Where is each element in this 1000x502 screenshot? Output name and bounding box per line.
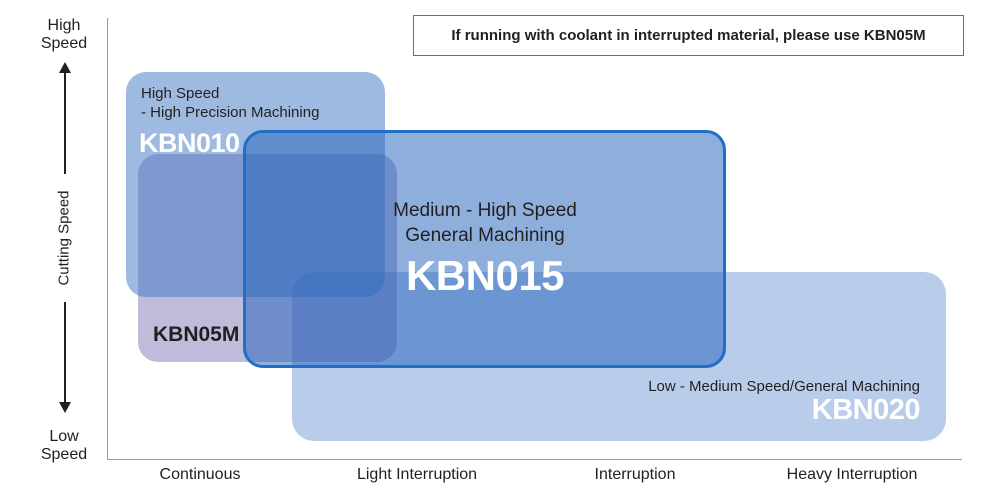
y-axis-bottom-label: Low Speed xyxy=(28,428,100,464)
coolant-note: If running with coolant in interrupted m… xyxy=(413,15,964,56)
y-axis-top-label-line1: High xyxy=(47,17,81,34)
x-label-interruption: Interruption xyxy=(594,466,676,483)
y-arrow-shaft-lower xyxy=(64,302,66,402)
kbn015-code: KBN015 xyxy=(405,252,565,299)
x-axis-line xyxy=(107,459,962,460)
y-axis-title: Cutting Speed xyxy=(55,190,73,286)
x-label-heavy-interruption: Heavy Interruption xyxy=(786,466,918,483)
arrow-up-icon xyxy=(59,62,71,73)
region-kbn015 xyxy=(243,130,726,368)
kbn020-code: KBN020 xyxy=(811,394,921,426)
x-label-continuous: Continuous xyxy=(159,466,241,483)
kbn010-code: KBN010 xyxy=(139,128,240,158)
kbn05m-code: KBN05M xyxy=(153,323,240,346)
kbn010-desc-line1: High Speed xyxy=(141,85,220,102)
y-axis-bottom-label-line1: Low xyxy=(49,428,79,445)
kbn015-desc-line1: Medium - High Speed xyxy=(393,200,577,221)
x-label-light-interruption: Light Interruption xyxy=(356,466,478,483)
y-arrow-shaft-upper xyxy=(64,72,66,174)
y-axis-bottom-label-line2: Speed xyxy=(40,446,88,463)
y-axis-top-label: High Speed xyxy=(28,17,100,53)
arrow-down-icon xyxy=(59,402,71,413)
y-axis-line xyxy=(107,18,108,460)
kbn015-desc-line2: General Machining xyxy=(405,225,565,246)
kbn020-desc: Low - Medium Speed/General Machining xyxy=(648,378,920,395)
kbn010-desc-line2: - High Precision Machining xyxy=(141,104,320,121)
coolant-note-text: If running with coolant in interrupted m… xyxy=(451,27,926,44)
y-axis-top-label-line2: Speed xyxy=(40,35,88,52)
